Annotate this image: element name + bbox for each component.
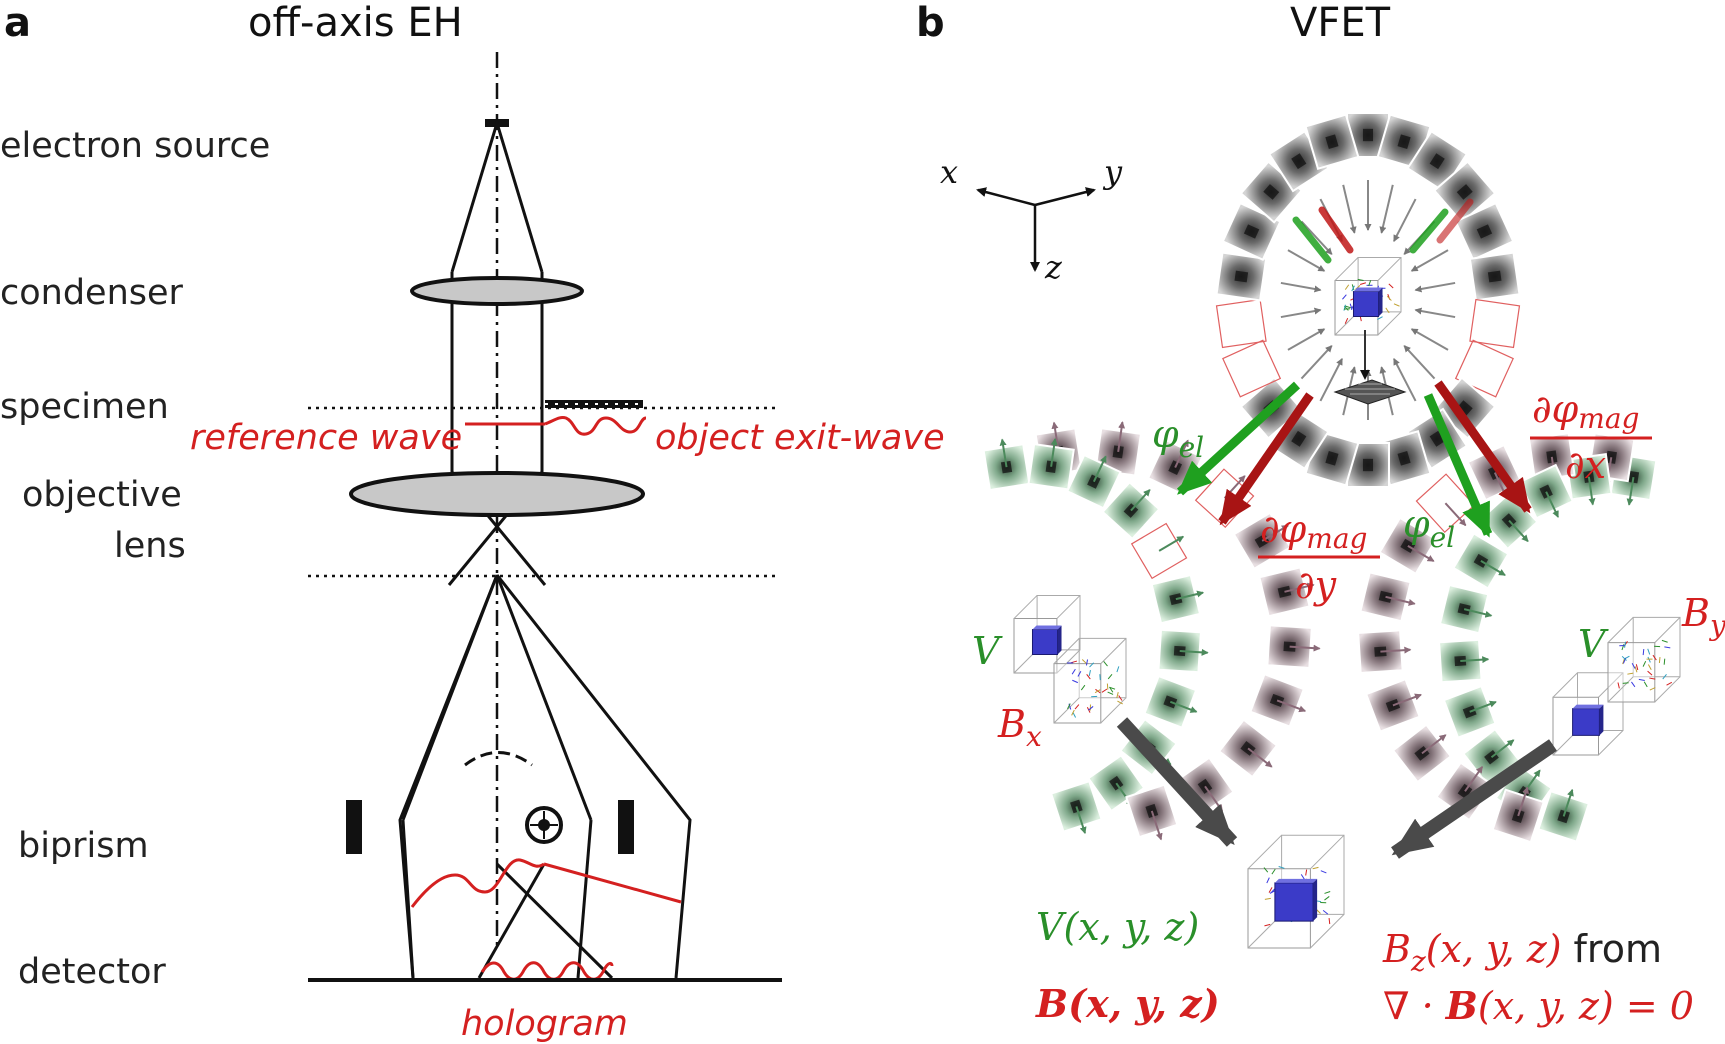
label-detector: detector	[18, 952, 166, 992]
ring-vector	[1281, 310, 1321, 317]
objective-lens	[351, 473, 643, 515]
ring-vector	[1412, 329, 1448, 350]
axis-y-label: y	[1102, 153, 1123, 191]
v-right-label: V	[1578, 622, 1609, 666]
ring-vector	[1394, 199, 1416, 241]
arc-tile-mauve	[1360, 572, 1419, 623]
ring-vector	[1412, 250, 1448, 271]
arc-tile-mauve	[1366, 676, 1428, 731]
panel-a-title: off-axis EH	[248, 0, 463, 46]
ring-tile	[1217, 300, 1267, 348]
ring-vector	[1281, 283, 1321, 290]
ring-vector	[1343, 185, 1354, 233]
b-xyz-label: B(x, y, z)	[1035, 981, 1220, 1026]
divergence-label: ∇ · B(x, y, z) = 0	[1383, 983, 1694, 1028]
label-hologram: hologram	[461, 1004, 628, 1044]
label-lens: lens	[114, 526, 186, 566]
ring-vector	[1382, 185, 1393, 233]
interference-waves	[412, 860, 681, 979]
arc-tile-green	[1158, 630, 1208, 673]
svg-text:∂φmag: ∂φmag	[1532, 387, 1639, 435]
arc-tile-mauve	[1219, 720, 1284, 783]
ring-inner-arrows	[1296, 202, 1470, 260]
condenser-lens	[412, 278, 582, 304]
v-xyz-label: V(x, y, z)	[1036, 905, 1199, 949]
arc-tile-green	[982, 436, 1029, 490]
arc-tile-mauve	[1267, 625, 1320, 668]
label-electron-source: electron source	[0, 126, 270, 166]
bz-from-label: Bz(x, y, z)from	[1382, 927, 1662, 978]
arc-tile-green	[1440, 585, 1496, 635]
bx-label: Bx	[997, 702, 1042, 753]
arc-tile-mauve	[1358, 630, 1411, 673]
projection-plane-icon	[1335, 330, 1405, 404]
svg-text:∂φmag: ∂φmag	[1260, 507, 1367, 555]
v-left-label: V	[972, 629, 1003, 673]
beam-rays	[403, 123, 612, 978]
volume-cube-bx-icon	[1054, 638, 1126, 723]
label-object-exit-wave: object exit-wave	[655, 418, 945, 458]
panel-a-letter: a	[4, 0, 31, 46]
outer-beam-envelope	[400, 575, 690, 978]
label-objective: objective	[22, 475, 182, 515]
ring-tile	[1217, 253, 1267, 301]
panel-b-title: VFET	[1290, 0, 1391, 46]
axis-z-label: z	[1044, 248, 1063, 286]
ring-vector	[1416, 283, 1456, 290]
arc-tile-green	[1145, 676, 1204, 730]
label-specimen: specimen	[0, 387, 169, 427]
volume-cube-by-icon	[1608, 617, 1680, 702]
arc-tile-mauve	[1250, 674, 1312, 729]
label-condenser: condenser	[0, 273, 184, 313]
panel-b-letter: b	[916, 0, 945, 46]
label-reference-wave: reference wave	[190, 418, 462, 458]
ring-vector	[1416, 310, 1456, 317]
label-biprism: biprism	[18, 826, 149, 866]
volume-cube-v-left-icon	[1014, 595, 1080, 673]
ring-tile	[1470, 300, 1520, 348]
svg-text:∂y: ∂y	[1295, 563, 1337, 607]
ring-vector	[1320, 359, 1342, 401]
volume-cube-top-icon	[1335, 257, 1401, 335]
ring-vector	[1404, 346, 1434, 379]
axis-triad	[978, 190, 1094, 270]
axis-x-label: x	[940, 153, 958, 191]
reference-wave-line	[465, 417, 646, 434]
arc-tile-mauve	[1393, 719, 1458, 782]
biprism-wire-icon	[465, 753, 561, 843]
ring-tile	[1470, 253, 1520, 301]
arc-tile-mauve	[1126, 785, 1180, 846]
by-label: By	[1681, 591, 1725, 642]
ring-vector	[1301, 346, 1331, 379]
arc-tile-green	[1439, 639, 1489, 682]
arc-tile-green	[1152, 573, 1208, 623]
specimen-plane	[308, 400, 780, 408]
svg-text:∂x: ∂x	[1565, 443, 1606, 487]
ring-vector	[1288, 329, 1324, 350]
volume-cube-bottom-icon	[1248, 835, 1344, 948]
